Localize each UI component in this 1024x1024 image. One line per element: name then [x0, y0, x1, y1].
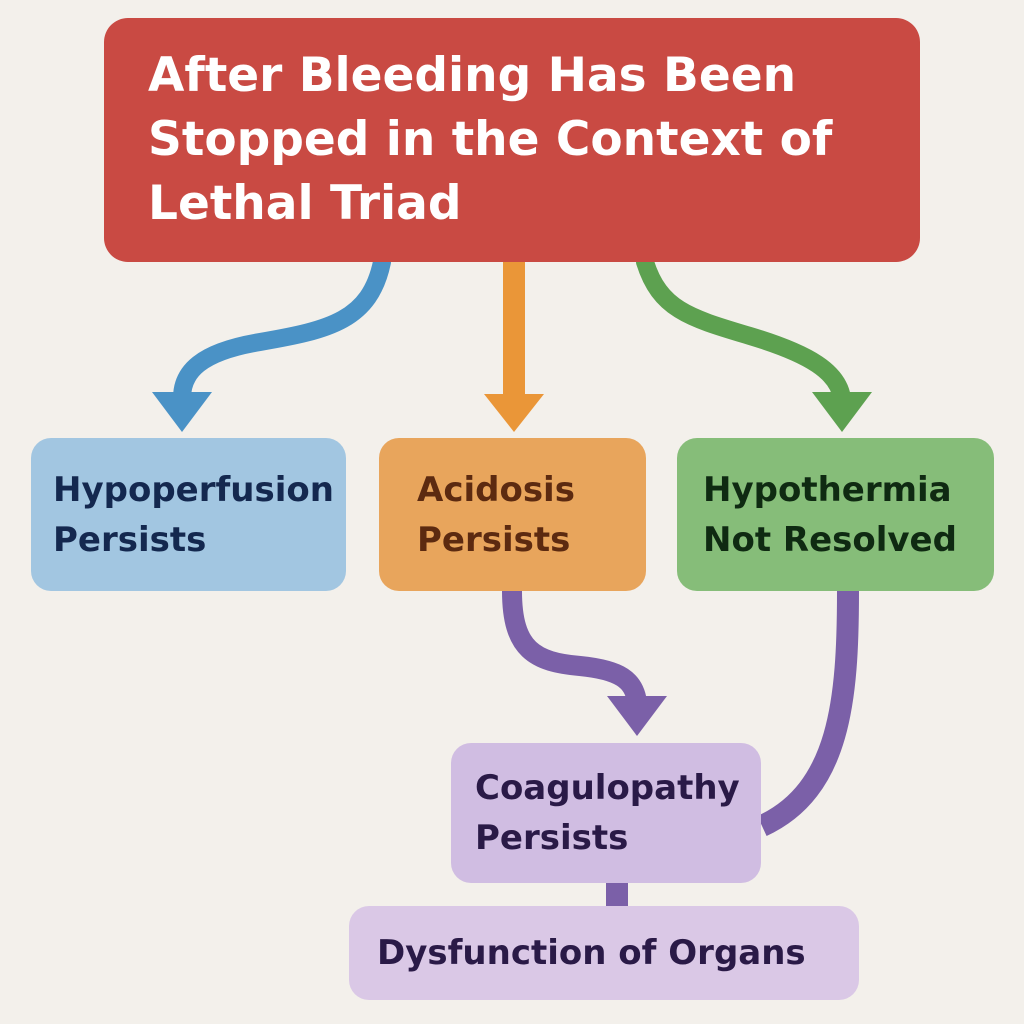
arrowhead-coagulopathy: [607, 696, 667, 736]
organ-dysfunction-label: Dysfunction of Organs: [377, 932, 806, 973]
hypothermia-label: Hypothermia Not Resolved: [703, 469, 957, 560]
hypoperfusion-label: Hypoperfusion Persists: [53, 469, 334, 560]
arrowhead-hypothermia: [812, 392, 872, 432]
arrowhead-acidosis: [484, 394, 544, 432]
coagulopathy-label: Coagulopathy Persists: [475, 768, 740, 858]
arrow-acidosis-to-coagulopathy: [502, 581, 647, 712]
connector-hypothermia-to-coagulopathy: [757, 590, 859, 836]
arrowhead-hypoperfusion: [152, 392, 212, 432]
title-box: After Bleeding Has Been Stopped in the C…: [104, 18, 920, 262]
coagulopathy-box: Coagulopathy Persists: [451, 743, 761, 883]
arrow-title-to-hypothermia: [636, 253, 851, 407]
organ-dysfunction-box: Dysfunction of Organs: [349, 906, 859, 1000]
arrow-title-to-hypoperfusion: [173, 253, 391, 407]
acidosis-box: Acidosis Persists: [379, 438, 646, 591]
hypoperfusion-box: Hypoperfusion Persists: [31, 438, 346, 591]
title-text: After Bleeding Has Been Stopped in the C…: [148, 48, 833, 231]
hypothermia-box: Hypothermia Not Resolved: [677, 438, 994, 591]
acidosis-label: Acidosis Persists: [417, 469, 575, 560]
